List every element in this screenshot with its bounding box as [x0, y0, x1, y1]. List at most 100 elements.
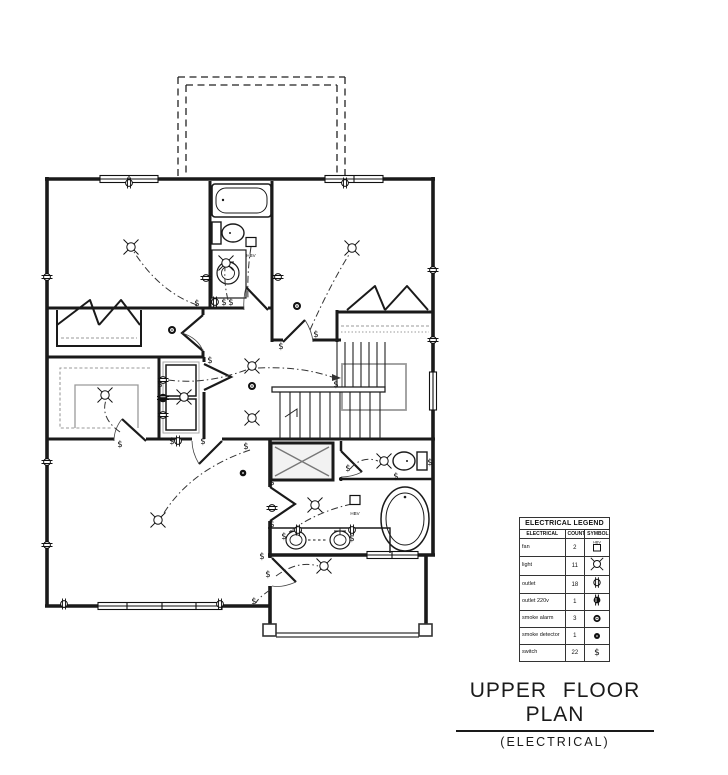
- switch-icon: $: [200, 437, 205, 447]
- smoke-detector-icon: [239, 469, 247, 477]
- fan-label: HBV: [350, 511, 359, 516]
- light-icon: [244, 410, 260, 426]
- switch-icon: $: [169, 437, 174, 447]
- legend-row-outlet220v: outlet 220v 1: [519, 593, 610, 611]
- smoke-detector-icon: [594, 633, 601, 639]
- legend-outlet220v-name: outlet 220v: [519, 593, 566, 611]
- switch-icon: $: [221, 298, 226, 308]
- deck-edge: [262, 623, 433, 638]
- switch-icon: $: [281, 532, 286, 542]
- fan-icon: HBV: [593, 541, 601, 552]
- switch-icon: $: [243, 442, 248, 452]
- switch-symbols: $ $ $ $ $ $ $ $ $ $ $ $ $ $ $ $ $ $ $ $ …: [117, 298, 432, 607]
- legend-fan-symbol: HBV: [584, 538, 610, 557]
- switch-icon: $: [207, 356, 212, 366]
- light-icon: [590, 557, 604, 571]
- legend-fan-name: fan: [519, 538, 566, 557]
- drawing-title: UPPER FLOOR PLAN: [456, 679, 654, 732]
- smoke-alarm-icon: [168, 326, 176, 334]
- outlet-icon: [266, 504, 278, 512]
- legend-fan-count: 2: [564, 538, 586, 557]
- light-icon: [176, 389, 192, 405]
- legend-col-electrical: ELECTRICAL: [519, 529, 566, 539]
- light-icon: [150, 512, 166, 528]
- switch-icon: $: [117, 440, 122, 450]
- switch-icon: $: [594, 648, 600, 658]
- fan-icon: [349, 494, 361, 506]
- switch-icon: $: [345, 464, 350, 474]
- switch-icon: $: [393, 472, 398, 482]
- switch-icon: $: [427, 458, 432, 468]
- roof-dashed-outline: [177, 76, 346, 177]
- outlet-220v-icon: [593, 594, 601, 606]
- legend-header-row: ELECTRICAL COUNT SYMBOL: [519, 529, 610, 539]
- exterior-walls: [45, 177, 435, 631]
- door-bedroom-right: [282, 319, 314, 343]
- stair-direction-arrow: [284, 408, 298, 418]
- legend-col-count: COUNT: [564, 529, 586, 539]
- door-toilet-room: [340, 450, 363, 478]
- legend-light-symbol: [584, 556, 610, 576]
- switch-icon: $: [333, 380, 338, 390]
- door-bedroom-left: [180, 314, 204, 352]
- door-master-bath: [269, 486, 297, 522]
- fan-icon: [245, 236, 257, 248]
- legend-row-switch: switch 22 $: [519, 644, 610, 662]
- legend-smoke-detector-name: smoke detector: [519, 627, 566, 645]
- light-icon: [316, 558, 332, 574]
- door-walkin-closet: [113, 418, 147, 442]
- legend-smoke-detector-count: 1: [564, 627, 586, 645]
- legend-row-light: light 11: [519, 556, 610, 576]
- duplex-outlet-icon: [593, 577, 601, 588]
- legend-switch-name: switch: [519, 644, 566, 662]
- door-upper-bath: [243, 286, 269, 311]
- outlet-icon: [41, 541, 53, 549]
- switch-icon: $: [269, 520, 274, 530]
- legend-row-outlet: outlet 18: [519, 575, 610, 594]
- legend-switch-count: 22: [564, 644, 586, 662]
- switch-icon: $: [265, 570, 270, 580]
- switch-icon: $: [157, 380, 162, 390]
- legend-smoke-alarm-symbol: [584, 610, 610, 628]
- light-icon: [123, 239, 139, 255]
- light-symbols: [97, 239, 392, 574]
- light-icon: [344, 240, 360, 256]
- switch-icon: $: [313, 330, 318, 340]
- switch-icon: $: [251, 597, 256, 607]
- wire-arrowhead: [332, 374, 341, 381]
- legend-row-smoke-detector: smoke detector 1: [519, 627, 610, 645]
- outlet-icon: [41, 458, 53, 466]
- switch-icon: $: [349, 534, 354, 544]
- closets: [56, 285, 429, 429]
- switch-wiring: [104, 246, 379, 604]
- fan-label: HBV: [246, 253, 255, 258]
- windows: [97, 174, 438, 611]
- title-block: UPPER FLOOR PLAN (ELECTRICAL): [456, 679, 654, 749]
- bath-fixtures: [211, 183, 430, 553]
- legend-title: ELECTRICAL LEGEND: [519, 517, 610, 530]
- legend-smoke-alarm-count: 3: [564, 610, 586, 628]
- legend-outlet220v-count: 1: [564, 593, 586, 611]
- legend-smoke-alarm-name: smoke alarm: [519, 610, 566, 628]
- smoke-alarm-icon: [593, 614, 601, 623]
- door-master-bedroom: [191, 440, 223, 465]
- legend-switch-symbol: $: [584, 644, 610, 662]
- legend-outlet-symbol: [584, 575, 610, 594]
- outlet-icon: [60, 598, 68, 610]
- outlet-icon: [174, 435, 182, 447]
- stairs: [271, 342, 407, 439]
- light-icon: [244, 358, 260, 374]
- legend-light-name: light: [519, 556, 566, 576]
- legend-row-smoke-alarm: smoke alarm 3: [519, 610, 610, 628]
- switch-icon: $: [194, 299, 199, 309]
- outlet-icon: [427, 336, 439, 344]
- legend-outlet-name: outlet: [519, 575, 566, 594]
- legend-row-fan: fan 2 HBV: [519, 538, 610, 557]
- svg-text:$: $: [594, 648, 600, 657]
- legend-smoke-detector-symbol: [584, 627, 610, 645]
- electrical-legend-table: ELECTRICAL LEGEND ELECTRICAL COUNT SYMBO…: [519, 517, 610, 662]
- light-icon: [307, 497, 323, 513]
- svg-text:HBV: HBV: [593, 541, 601, 545]
- outlet-icon: [427, 266, 439, 274]
